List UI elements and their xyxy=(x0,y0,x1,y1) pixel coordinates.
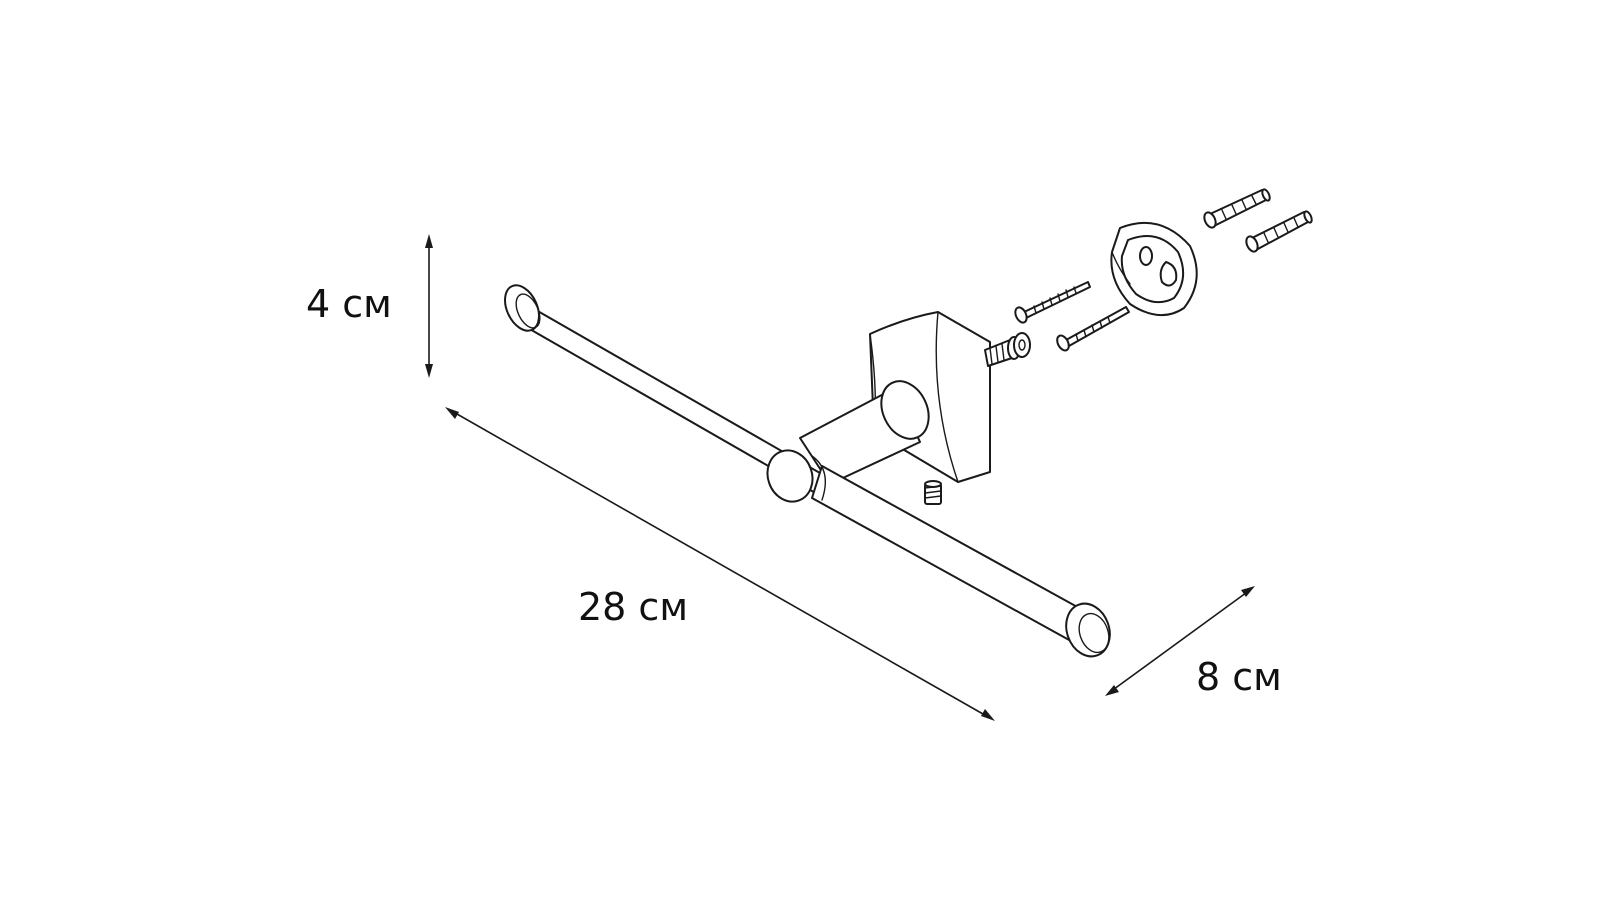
length-arrow-start xyxy=(445,407,459,419)
mounting-bolt xyxy=(984,332,1031,367)
wood-screw-lower xyxy=(1056,306,1130,352)
height-label: 4 см xyxy=(306,282,392,326)
wood-screw-upper xyxy=(1014,281,1091,324)
wall-anchor-lower xyxy=(1245,210,1313,253)
depth-arrow-end xyxy=(1241,586,1255,597)
height-dimension: 4 см xyxy=(306,234,433,378)
height-arrow-top xyxy=(425,234,433,248)
length-dimension-line xyxy=(449,409,991,719)
rear-rod-end-cap xyxy=(504,284,540,332)
wall-mount-face-edge xyxy=(935,311,959,483)
depth-dimension: 8 см xyxy=(1105,586,1282,699)
front-rod-end-cap-rim xyxy=(1078,612,1110,654)
set-screw xyxy=(924,480,942,505)
support-arm-collar xyxy=(880,380,930,440)
front-rod xyxy=(811,465,1091,647)
depth-label: 8 см xyxy=(1196,655,1282,699)
depth-arrow-start xyxy=(1105,685,1119,696)
depth-dimension-line xyxy=(1109,589,1251,693)
mounting-plate xyxy=(1110,221,1198,316)
junction-cylinder-edge xyxy=(811,455,826,501)
rear-rod-end-cap-rim xyxy=(515,293,541,329)
length-arrow-end xyxy=(981,709,995,721)
length-dimension: 28 см xyxy=(445,407,995,721)
mounting-hardware xyxy=(984,188,1313,367)
paper-holder xyxy=(504,284,1111,658)
junction-cylinder xyxy=(766,449,814,503)
wall-anchor-upper xyxy=(1203,188,1271,229)
length-label: 28 см xyxy=(578,585,688,629)
height-arrow-bottom xyxy=(425,364,433,378)
